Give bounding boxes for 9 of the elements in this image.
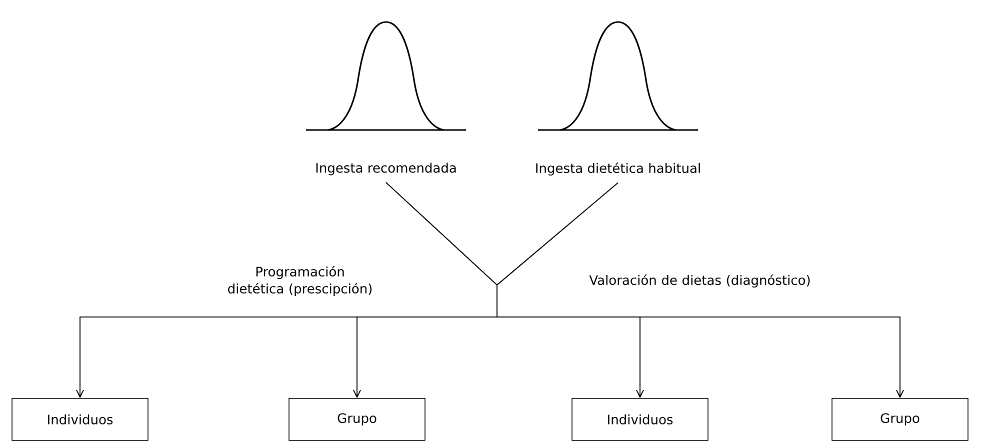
caption-text: Ingesta recomendada: [316, 162, 456, 176]
label: Programación dietética (prescipción): [228, 266, 372, 296]
label: Valoración de dietas (diagnóstico): [589, 274, 810, 288]
box: Grupo: [288, 398, 426, 441]
caption-text: Ingesta dietética habitual: [536, 162, 700, 176]
arrow: [496, 182, 904, 398]
box: Grupo: [832, 398, 968, 441]
box: Individuos: [572, 398, 708, 441]
box: Individuos: [12, 398, 148, 441]
